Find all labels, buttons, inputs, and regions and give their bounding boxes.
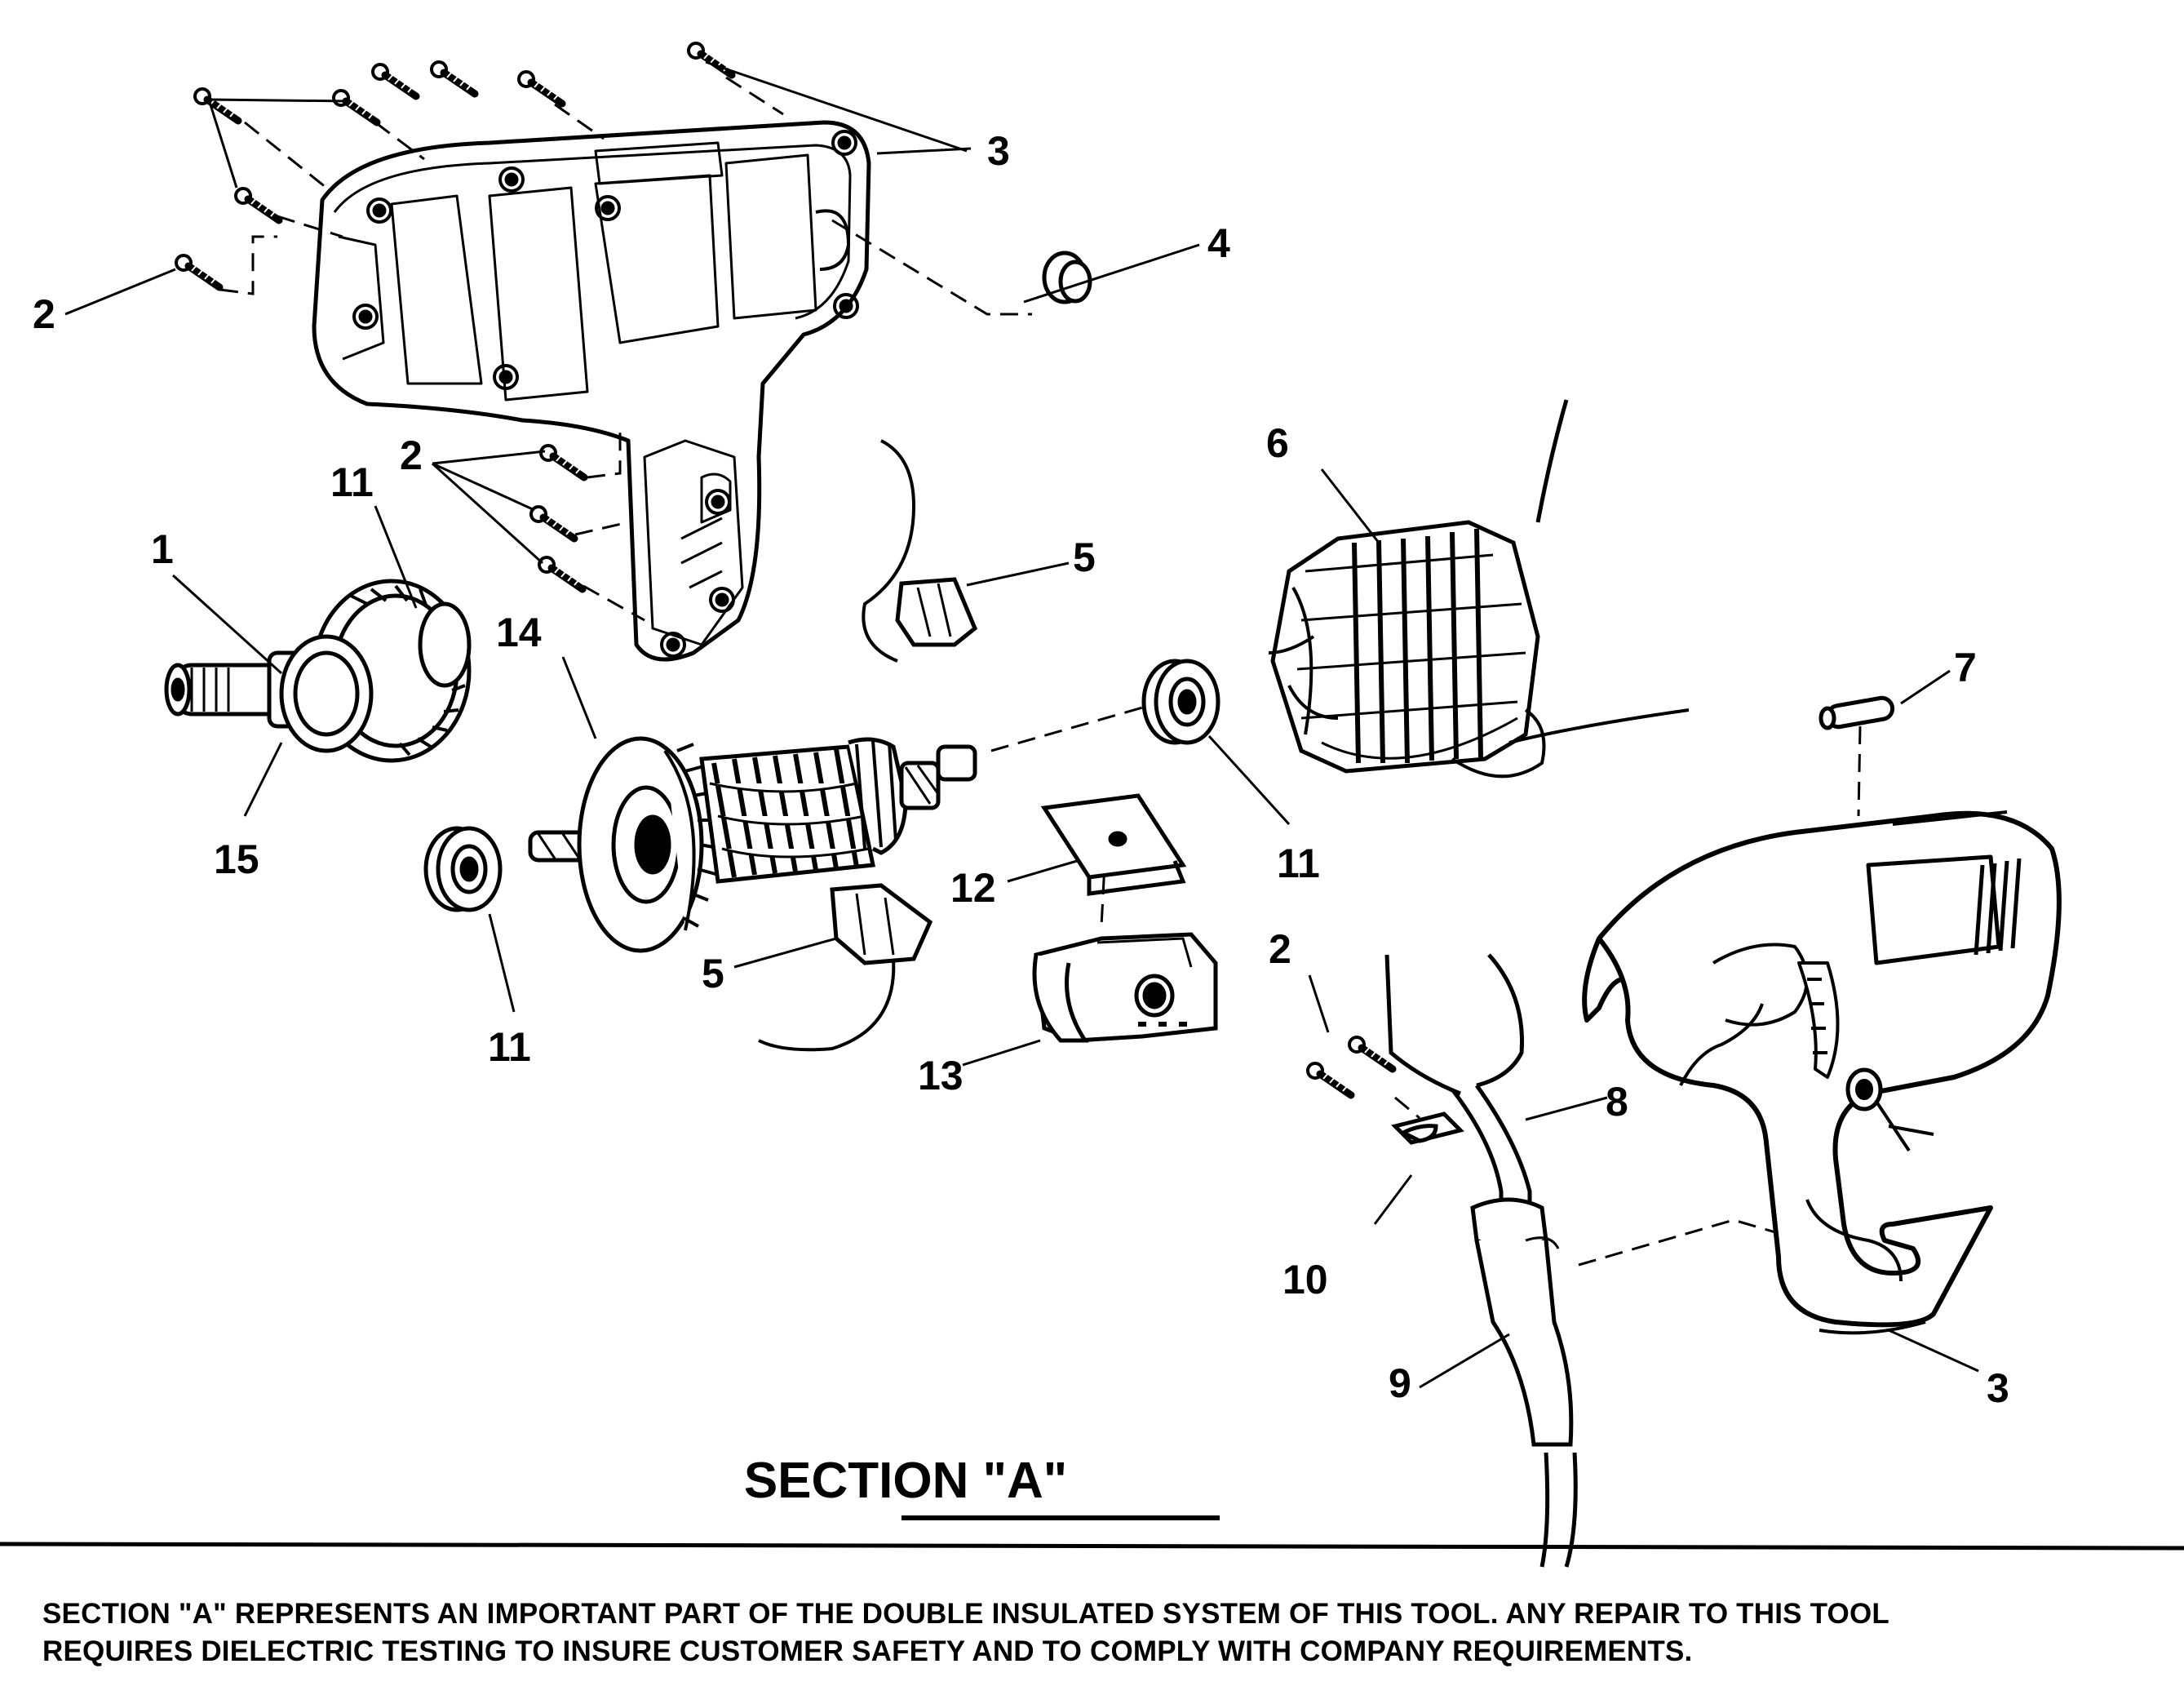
callout-2-cord-clamp: 2 (1269, 926, 1291, 972)
section-title: SECTION "A" (744, 1453, 1067, 1509)
callout-5-upper: 5 (1073, 535, 1096, 580)
note-line-2: REQUIRES DIELECTRIC TESTING TO INSURE CU… (42, 1635, 1693, 1667)
callout-12: 12 (950, 865, 996, 911)
screw-set-cord-clamp (1308, 1037, 1393, 1095)
armature (528, 736, 977, 953)
callout-4: 4 (1207, 220, 1230, 266)
callout-11-right-bearing: 11 (1277, 841, 1320, 886)
callout-11-gear: 11 (330, 459, 374, 505)
callout-7: 7 (1954, 645, 1977, 690)
divider-rule (0, 1542, 2184, 1551)
bearing-left (423, 826, 503, 912)
callout-11-left-bearing: 11 (488, 1024, 531, 1070)
callout-9: 9 (1389, 1360, 1411, 1406)
callout-3-bottom: 3 (1987, 1365, 2009, 1411)
callout-labels: 2 3 4 2 11 1 5 6 14 7 15 11 12 5 2 11 13… (33, 128, 2009, 1411)
cord-clamp (1391, 1111, 1464, 1145)
brush-holder-upper (862, 439, 978, 663)
housing-left-half (312, 120, 871, 662)
callout-2-left: 2 (33, 291, 55, 337)
power-cord (1384, 953, 1578, 1568)
bearing-right (1141, 659, 1220, 745)
double-insulation-note: SECTION "A" REPRESENTS AN IMPORTANT PART… (42, 1595, 2155, 1670)
callout-2-middle: 2 (400, 433, 423, 478)
spring-pin (1819, 695, 1895, 730)
cord-protector (1470, 1197, 1574, 1447)
switch-shield (1040, 793, 1187, 896)
callout-6: 6 (1266, 420, 1289, 466)
switch-assembly (1032, 932, 1218, 1043)
brush-cap (1042, 251, 1092, 304)
callout-leader-lines (64, 60, 1979, 1389)
callout-10: 10 (1282, 1257, 1328, 1302)
note-line-1: SECTION "A" REPRESENTS AN IMPORTANT PART… (42, 1598, 1889, 1630)
screw-set-middle (531, 446, 584, 589)
callout-14: 14 (496, 610, 542, 655)
field-stator (1268, 399, 1690, 779)
callout-15: 15 (214, 836, 259, 882)
housing-right-assembled (1582, 810, 2062, 1335)
callout-3-top: 3 (987, 128, 1010, 174)
callout-8: 8 (1606, 1079, 1628, 1125)
helical-gear (279, 579, 472, 763)
brush-holder-lower (758, 883, 933, 1052)
callout-5-lower: 5 (702, 951, 724, 996)
callout-13: 13 (918, 1053, 964, 1098)
callout-1: 1 (151, 526, 174, 572)
